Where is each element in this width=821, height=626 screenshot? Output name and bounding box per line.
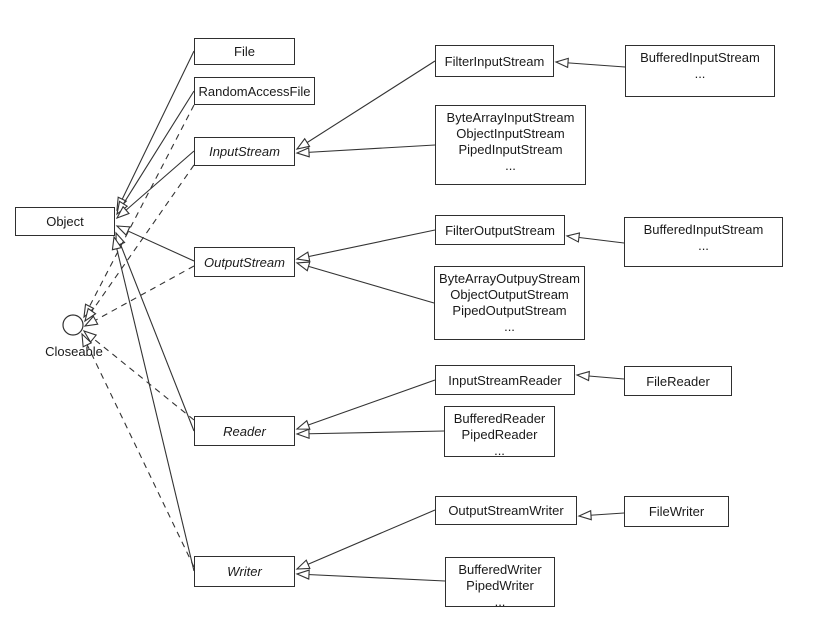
realization-edge-randomaccessfile-to-closeable bbox=[83, 104, 195, 319]
ellipsis-label: ... bbox=[494, 443, 505, 458]
inheritance-edge-inputstreamgroup-to-inputstream bbox=[295, 144, 436, 158]
inheritance-edge-bufferedinputstream-to-filterinputstream bbox=[554, 57, 626, 69]
class-label: OutputStreamWriter bbox=[448, 503, 564, 518]
class-node-writer-subclasses-group: BufferedWriter PipedWriter ... bbox=[445, 557, 555, 609]
class-label: OutputStream bbox=[204, 254, 285, 270]
class-label: ByteArrayOutpuyStream bbox=[439, 271, 580, 286]
class-label: ByteArrayInputStream bbox=[446, 110, 575, 125]
inheritance-edge-readergroup-to-reader bbox=[295, 428, 445, 440]
class-node-inputstream-subclasses-group: ByteArrayInputStream ObjectInputStream P… bbox=[435, 105, 586, 185]
ellipsis-label: ... bbox=[494, 594, 506, 609]
class-label: Object bbox=[46, 214, 84, 229]
class-label: Writer bbox=[227, 564, 262, 579]
class-label: BufferedInputStream bbox=[640, 50, 760, 65]
class-label: FileReader bbox=[646, 373, 710, 389]
inheritance-edge-filewriter-to-outputstreamwriter bbox=[577, 509, 625, 521]
class-label: BufferedWriter bbox=[458, 562, 542, 577]
class-label: InputStream bbox=[209, 144, 280, 159]
class-node-filterinputstream: FilterInputStream bbox=[435, 45, 554, 77]
class-label: ObjectInputStream bbox=[456, 126, 565, 141]
class-node-writer: Writer bbox=[194, 556, 295, 587]
class-label: PipedOutputStream bbox=[452, 303, 567, 318]
class-label: File bbox=[234, 44, 255, 59]
class-node-reader: Reader bbox=[194, 416, 295, 446]
class-node-reader-subclasses-group: BufferedReader PipedReader ... bbox=[444, 406, 555, 458]
closeable-interface-label: Closeable bbox=[45, 344, 103, 359]
inheritance-edge-randomaccessfile-to-object bbox=[116, 90, 195, 216]
class-label: PipedWriter bbox=[466, 578, 534, 593]
realization-edge-reader-to-closeable bbox=[82, 330, 195, 421]
inheritance-edge-outputstreamgroup-to-outputstream bbox=[295, 261, 435, 304]
class-node-outputstream-subclasses-group: ByteArrayOutpuyStream ObjectOutputStream… bbox=[434, 266, 585, 340]
class-label: FileWriter bbox=[648, 504, 705, 519]
class-node-inputstreamreader: InputStreamReader bbox=[435, 365, 575, 395]
class-label: RandomAccessFile bbox=[198, 83, 311, 99]
inheritance-edge-file-to-object bbox=[116, 50, 195, 212]
class-node-filewriter: FileWriter bbox=[624, 496, 729, 527]
inheritance-edge-bufferedrow-to-filteroutputstream bbox=[565, 232, 625, 244]
class-node-filereader: FileReader bbox=[624, 366, 732, 396]
realization-edge-outputstream-to-closeable bbox=[83, 265, 195, 327]
class-label: PipedInputStream bbox=[458, 142, 563, 157]
ellipsis-label: ... bbox=[698, 238, 709, 253]
closeable-interface-icon bbox=[62, 314, 84, 336]
class-node-object: Object bbox=[15, 207, 115, 236]
inheritance-edge-filterinputstream-to-inputstream bbox=[295, 60, 436, 150]
class-label: Reader bbox=[223, 423, 266, 439]
class-label: BufferedInputStream bbox=[643, 222, 764, 237]
class-node-outputstreamwriter: OutputStreamWriter bbox=[435, 496, 577, 525]
class-label: PipedReader bbox=[461, 427, 538, 442]
class-node-outputstream: OutputStream bbox=[194, 247, 295, 277]
inheritance-edge-writer-to-object bbox=[111, 235, 195, 572]
inheritance-edge-filereader-to-inputstreamreader bbox=[575, 370, 625, 382]
class-node-inputstream: InputStream bbox=[194, 137, 295, 166]
class-node-bufferedinputstream-top: BufferedInputStream ... bbox=[625, 45, 775, 97]
inheritance-edge-filteroutputstream-to-outputstream bbox=[295, 229, 436, 262]
inheritance-edge-reader-to-object bbox=[115, 231, 195, 432]
inheritance-edge-outputstream-to-object bbox=[115, 225, 195, 262]
ellipsis-label: ... bbox=[505, 158, 516, 173]
ellipsis-label: ... bbox=[504, 319, 515, 334]
class-node-filteroutputstream: FilterOutputStream bbox=[435, 215, 565, 245]
class-node-file: File bbox=[194, 38, 295, 65]
class-label: InputStreamReader bbox=[448, 372, 562, 388]
inheritance-edge-inputstreamreader-to-reader bbox=[295, 379, 436, 430]
inheritance-edge-writergroup-to-writer bbox=[295, 569, 446, 582]
class-label: ObjectOutputStream bbox=[450, 287, 569, 302]
inheritance-edge-inputstream-to-object bbox=[115, 150, 195, 220]
realization-edge-writer-to-closeable bbox=[81, 332, 195, 568]
class-label: FilterInputStream bbox=[444, 53, 545, 69]
class-node-randomaccessfile: RandomAccessFile bbox=[194, 77, 315, 105]
class-node-bufferedinputstream-row2: BufferedInputStream ... bbox=[624, 217, 783, 267]
ellipsis-label: ... bbox=[694, 66, 706, 81]
class-label: FilterOutputStream bbox=[445, 222, 555, 238]
class-label: BufferedReader bbox=[453, 411, 546, 426]
inheritance-edge-outputstreamwriter-to-writer bbox=[295, 509, 436, 570]
realization-edge-inputstream-to-closeable bbox=[84, 164, 195, 323]
